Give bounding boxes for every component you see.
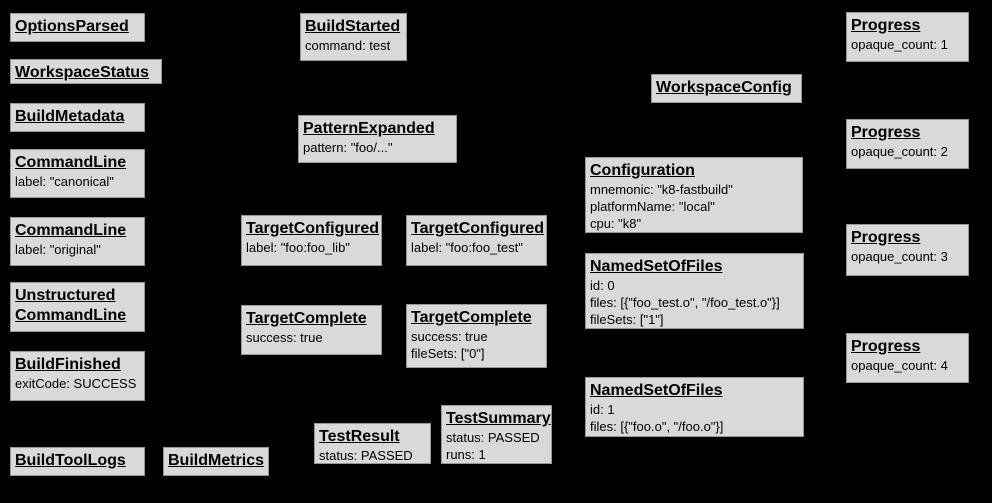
event-field: label: "canonical" bbox=[15, 174, 114, 189]
event-field: command: test bbox=[305, 38, 391, 53]
event-title: Progress bbox=[851, 338, 921, 355]
event-title: BuildToolLogs bbox=[15, 452, 126, 469]
event-box-build-metrics: BuildMetrics bbox=[163, 447, 269, 476]
event-title: Progress bbox=[851, 229, 921, 246]
event-box-target-complete-test: TargetComplete success: true fileSets: [… bbox=[406, 304, 547, 368]
event-field: status: PASSED bbox=[319, 448, 413, 463]
event-field: cpu: "k8" bbox=[590, 216, 642, 231]
event-box-build-tool-logs: BuildToolLogs bbox=[10, 447, 145, 476]
event-box-build-metadata: BuildMetadata bbox=[10, 103, 145, 132]
event-box-workspace-config: WorkspaceConfig bbox=[651, 74, 802, 103]
event-box-progress-4: Progress opaque_count: 4 bbox=[846, 333, 969, 383]
event-box-named-set-of-files-0: NamedSetOfFiles id: 0 files: [{"foo_test… bbox=[585, 253, 804, 329]
event-field: pattern: "foo/..." bbox=[303, 140, 393, 155]
event-title: BuildStarted bbox=[305, 18, 401, 35]
event-field: mnemonic: "k8-fastbuild" bbox=[590, 182, 733, 197]
event-title: OptionsParsed bbox=[15, 18, 129, 35]
event-box-target-configured-test: TargetConfigured label: "foo:foo_test" bbox=[406, 215, 547, 266]
event-title: TargetComplete bbox=[411, 309, 532, 326]
event-box-test-summary: TestSummary status: PASSED runs: 1 bbox=[441, 405, 552, 464]
event-field: label: "foo:foo_test" bbox=[411, 240, 523, 255]
event-title: WorkspaceConfig bbox=[656, 79, 792, 96]
event-field: id: 1 bbox=[590, 402, 615, 417]
event-box-build-started: BuildStarted command: test bbox=[300, 13, 407, 61]
event-box-progress-2: Progress opaque_count: 2 bbox=[846, 119, 969, 169]
event-field: opaque_count: 2 bbox=[851, 144, 948, 159]
event-field: success: true bbox=[246, 330, 323, 345]
event-field: success: true bbox=[411, 329, 488, 344]
event-title: Progress bbox=[851, 124, 921, 141]
event-field: fileSets: ["0"] bbox=[411, 346, 485, 361]
event-title: NamedSetOfFiles bbox=[590, 382, 723, 399]
event-field: opaque_count: 1 bbox=[851, 37, 948, 52]
event-box-command-line-original: CommandLine label: "original" bbox=[10, 217, 145, 266]
event-field: exitCode: SUCCESS bbox=[15, 376, 137, 391]
event-box-test-result: TestResult status: PASSED bbox=[314, 423, 431, 464]
event-title: TargetConfigured bbox=[411, 220, 545, 237]
event-title: TargetComplete bbox=[246, 310, 367, 327]
event-title: TargetConfigured bbox=[246, 220, 380, 237]
event-box-command-line-canonical: CommandLine label: "canonical" bbox=[10, 149, 145, 198]
event-box-configuration: Configuration mnemonic: "k8-fastbuild" p… bbox=[585, 157, 803, 233]
event-box-workspace-status: WorkspaceStatus bbox=[10, 59, 162, 84]
event-field: opaque_count: 4 bbox=[851, 358, 948, 373]
event-field: opaque_count: 3 bbox=[851, 249, 948, 264]
event-title: CommandLine bbox=[15, 222, 127, 239]
event-box-options-parsed: OptionsParsed bbox=[10, 13, 145, 42]
event-title: Configuration bbox=[590, 162, 695, 179]
event-title: CommandLine bbox=[15, 154, 127, 171]
event-field: runs: 1 bbox=[446, 447, 486, 462]
event-title: WorkspaceStatus bbox=[15, 64, 149, 81]
event-box-pattern-expanded: PatternExpanded pattern: "foo/..." bbox=[298, 115, 457, 163]
event-title: PatternExpanded bbox=[303, 120, 435, 137]
event-box-named-set-of-files-1: NamedSetOfFiles id: 1 files: [{"foo.o", … bbox=[585, 377, 804, 437]
event-title: BuildFinished bbox=[15, 356, 121, 373]
event-field: fileSets: ["1"] bbox=[590, 312, 664, 327]
event-field: status: PASSED bbox=[446, 430, 540, 445]
event-title: TestSummary bbox=[446, 410, 551, 427]
event-field: label: "foo:foo_lib" bbox=[246, 240, 350, 255]
event-field: id: 0 bbox=[590, 278, 615, 293]
event-box-progress-1: Progress opaque_count: 1 bbox=[846, 12, 969, 62]
event-box-unstructured-command-line: Unstructured CommandLine bbox=[10, 282, 145, 332]
event-title: Unstructured CommandLine bbox=[15, 287, 127, 324]
event-title: BuildMetrics bbox=[168, 452, 265, 469]
event-box-build-finished: BuildFinished exitCode: SUCCESS bbox=[10, 351, 145, 401]
event-title: TestResult bbox=[319, 428, 400, 445]
event-title: Progress bbox=[851, 17, 921, 34]
event-field: platformName: "local" bbox=[590, 199, 715, 214]
event-field: files: [{"foo_test.o", "/foo_test.o"}] bbox=[590, 295, 780, 310]
event-title: BuildMetadata bbox=[15, 108, 125, 125]
event-field: files: [{"foo.o", "/foo.o"}] bbox=[590, 419, 724, 434]
event-box-target-configured-lib: TargetConfigured label: "foo:foo_lib" bbox=[241, 215, 382, 266]
event-box-target-complete-lib: TargetComplete success: true bbox=[241, 305, 382, 355]
event-title: NamedSetOfFiles bbox=[590, 258, 723, 275]
event-field: label: "original" bbox=[15, 242, 101, 257]
event-box-progress-3: Progress opaque_count: 3 bbox=[846, 224, 969, 276]
